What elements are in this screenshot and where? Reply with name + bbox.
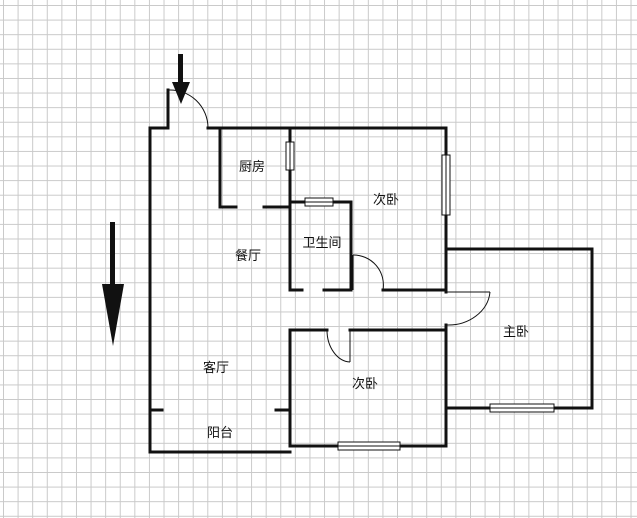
door-entry bbox=[167, 89, 209, 129]
doors bbox=[167, 89, 491, 363]
room-label-master: 主卧 bbox=[503, 325, 529, 340]
door-master bbox=[445, 291, 491, 326]
windows bbox=[285, 141, 555, 451]
walls bbox=[148, 88, 594, 454]
door-bedroom-south bbox=[326, 329, 351, 363]
arrow-down-icon bbox=[102, 222, 124, 346]
room-label-kitchen: 厨房 bbox=[239, 159, 265, 175]
door-bathroom bbox=[352, 254, 384, 291]
room-label-living: 客厅 bbox=[203, 360, 229, 376]
room-label-bedroom-north: 次卧 bbox=[373, 192, 399, 208]
room-label-dining: 餐厅 bbox=[235, 248, 261, 264]
room-label-balcony: 阳台 bbox=[207, 426, 233, 441]
room-label-bedroom-south: 次卧 bbox=[352, 376, 378, 392]
room-label-bathroom: 卫生间 bbox=[302, 236, 341, 251]
arrow-down-icon bbox=[172, 54, 190, 104]
